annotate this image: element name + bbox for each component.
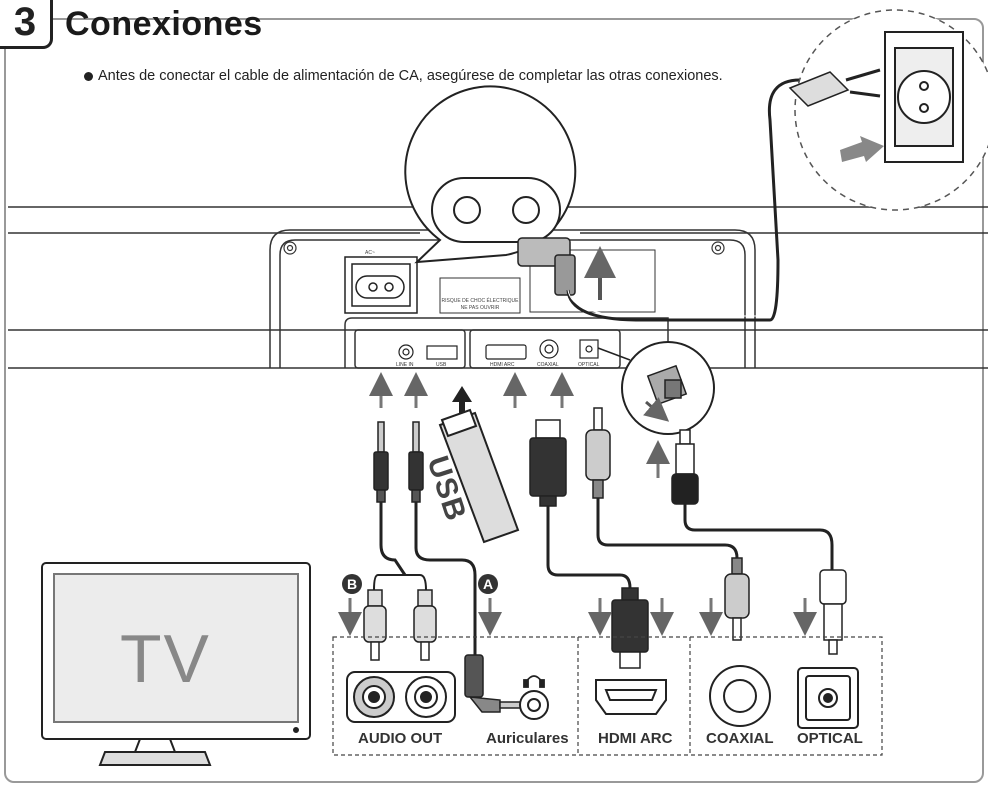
power-plug [517,237,576,296]
ac-port-label: AC~ [365,250,375,256]
plug-in-arrows [369,372,670,478]
hdmi-arc-port-label: HDMI ARC [490,362,515,368]
optical-jack [797,667,859,729]
ac-socket [344,256,418,314]
audio-out-label: AUDIO OUT [358,730,443,747]
line-in-port-label: LINE IN [396,362,414,368]
step-number: 3 [0,0,53,49]
audio-out-jacks [346,671,456,723]
badge-a: A [478,574,498,594]
connector-panel [332,636,883,756]
instruction-note: Antes de conectar el cable de alimentaci… [84,66,738,86]
warning-line-2: NE PAS OUVRIR [460,305,500,311]
rca-plug-left [363,589,387,661]
cables [379,498,834,655]
headphone-jack [519,690,549,720]
usb-port-label: USB [436,362,447,368]
power-cord [566,78,801,322]
hdmi-plug-bottom [611,587,649,669]
coaxial-jack [709,665,771,727]
instruction-text: Antes de conectar el cable de alimentaci… [98,68,723,84]
screw-icons [283,241,725,255]
wall-outlet-icon [884,31,964,163]
coax-plug-bottom [724,557,750,641]
ac-zoom-bubble [404,85,577,264]
optical-plug [671,429,699,505]
power-cord-highlight [567,289,766,317]
tv-icon [41,562,311,766]
coaxial-label: COAXIAL [706,730,774,747]
down-arrows [338,598,817,636]
headphone-icon [523,675,545,688]
usb-stick [438,408,520,544]
hdmi-plug [529,419,567,507]
euro-plug-icon [788,68,881,107]
auriculares-label: Auriculares [486,730,569,747]
jack-plug-left [373,421,389,503]
page-title: Conexiones [65,5,263,43]
warning-label [439,277,521,314]
headphone-plug [464,654,531,713]
rca-splitter-cable [373,574,427,591]
plug-in-arrow [840,136,884,162]
coaxial-port-label: COAXIAL [537,362,559,368]
optical-plug-bottom [819,569,847,655]
warning-line-1: RISQUE DE CHOC ÉLECTRIQUE [441,298,519,304]
coax-plug [585,407,611,499]
rca-plug-right [413,589,437,661]
usb-arrow [452,386,472,402]
optical-cap-arrow [643,397,670,422]
port-icons [398,339,599,360]
hdmi-arc-label: HDMI ARC [598,730,673,747]
bullet-icon [84,72,93,81]
optical-zoom-pointer [597,347,631,361]
optical-label: OPTICAL [797,730,863,747]
section-frame [4,18,984,783]
optical-port-label: OPTICAL [578,362,600,368]
hdmi-jack [595,679,667,715]
optical-cap-icon [646,364,688,406]
badge-b: B [342,574,362,594]
tv-label: TV [120,621,211,697]
